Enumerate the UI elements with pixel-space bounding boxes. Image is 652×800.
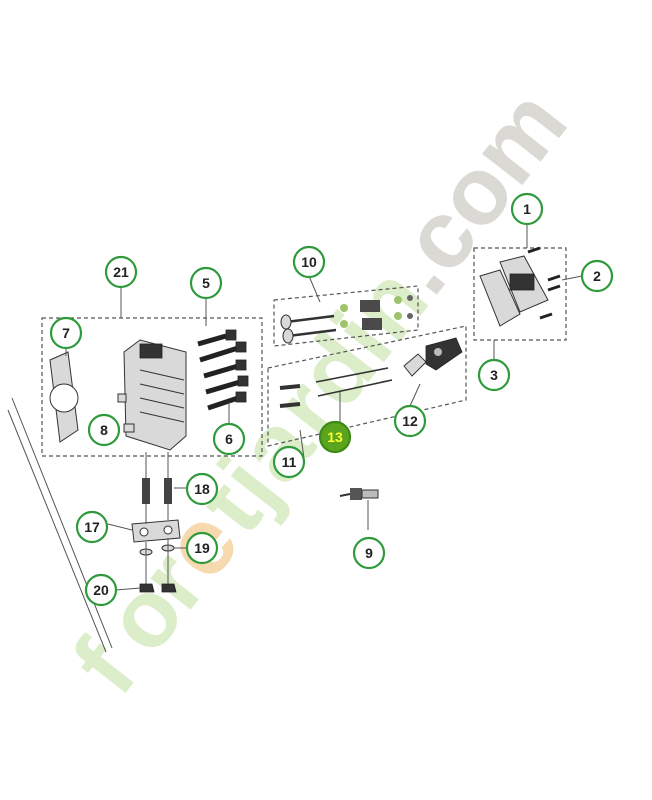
callout-6[interactable]: 6 [212, 422, 246, 456]
callout-label: 13 [327, 429, 343, 445]
callout-8[interactable]: 8 [87, 413, 121, 447]
exhaust-gasket-part [131, 504, 181, 543]
callout-10[interactable]: 10 [292, 245, 326, 279]
valve-springs [340, 295, 413, 330]
callout-label: 3 [490, 367, 498, 383]
rocker-arm-part [403, 337, 463, 377]
callout-21[interactable]: 21 [104, 255, 138, 289]
callout-12[interactable]: 12 [393, 404, 427, 438]
callout-label: 21 [113, 264, 129, 280]
cylinder-head-box [41, 317, 263, 457]
group-boxes [41, 247, 567, 457]
rocker-box [267, 325, 467, 447]
callout-label: 5 [202, 275, 210, 291]
push-rods-part [279, 367, 393, 408]
callout-19[interactable]: 19 [185, 531, 219, 565]
callout-label: 10 [301, 254, 317, 270]
callout-2[interactable]: 2 [580, 259, 614, 293]
callout-3[interactable]: 3 [477, 358, 511, 392]
valves-part [280, 295, 413, 344]
spark-plug-part [339, 488, 379, 530]
nuts-part [139, 583, 177, 593]
callout-label: 7 [62, 325, 70, 341]
callout-label: 19 [194, 540, 210, 556]
cover-box [473, 247, 567, 341]
head-bolts-part [197, 329, 249, 411]
callout-7[interactable]: 7 [49, 316, 83, 350]
callout-1[interactable]: 1 [510, 192, 544, 226]
callout-18[interactable]: 18 [185, 472, 219, 506]
callout-label: 6 [225, 431, 233, 447]
callout-17[interactable]: 17 [75, 510, 109, 544]
callout-13[interactable]: 13 [318, 420, 352, 454]
washers-part [139, 538, 175, 584]
callout-label: 1 [523, 201, 531, 217]
callout-label: 11 [282, 454, 297, 470]
frame-lines [7, 397, 113, 653]
callout-5[interactable]: 5 [189, 266, 223, 300]
callout-label: 9 [365, 545, 373, 561]
callout-11[interactable]: 11 [272, 445, 306, 479]
rocker-cover-part [479, 246, 561, 327]
callout-label: 2 [593, 268, 601, 284]
callout-label: 12 [402, 413, 418, 429]
callout-20[interactable]: 20 [84, 573, 118, 607]
callout-label: 18 [194, 481, 210, 497]
callout-label: 8 [100, 422, 108, 438]
callout-label: 17 [84, 519, 100, 535]
callout-label: 20 [93, 582, 109, 598]
callout-9[interactable]: 9 [352, 536, 386, 570]
head-gasket-part [49, 351, 79, 443]
cylinder-head-part [117, 339, 187, 451]
exhaust-studs-part [142, 452, 172, 504]
